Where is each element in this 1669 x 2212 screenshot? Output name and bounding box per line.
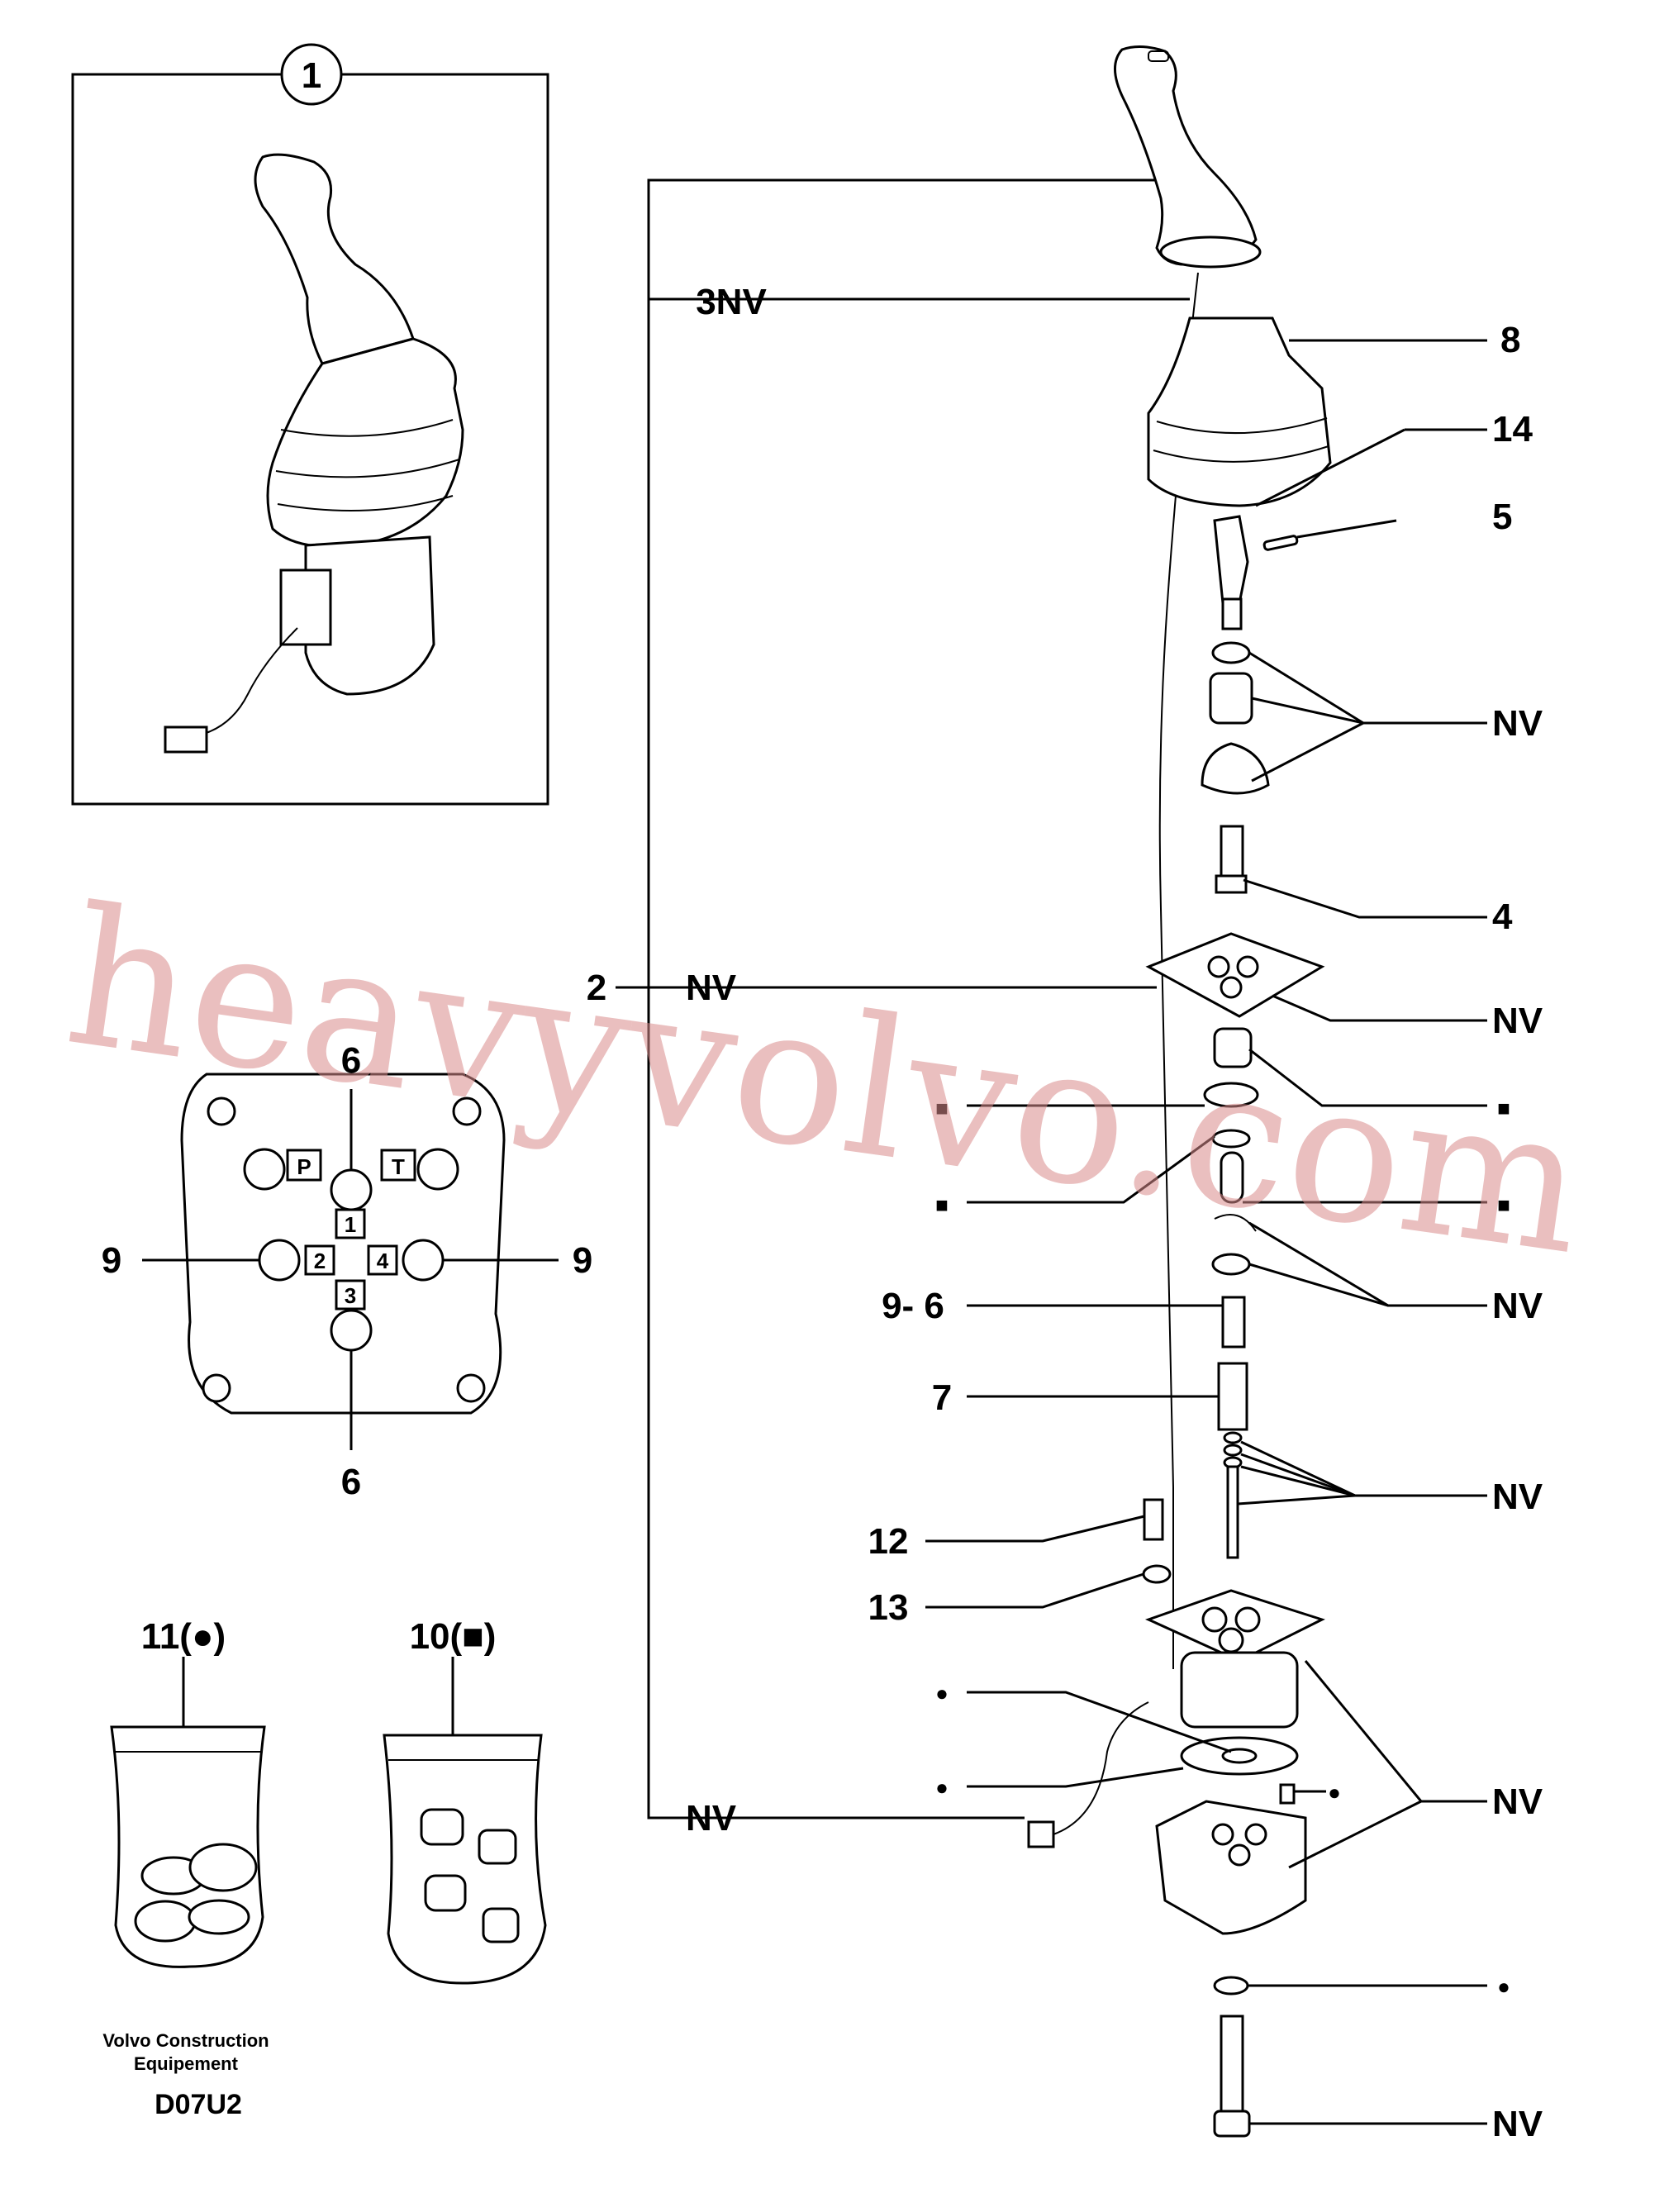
callout-nv-a: NV [1492, 703, 1543, 744]
callout-6-top: 6 [341, 1040, 361, 1081]
callout-nv-g: NV [1492, 2104, 1543, 2144]
valve-top-view: P T 1 2 4 3 6 6 9 9 [102, 1040, 592, 1502]
callout-dot-mid: ● [1328, 1780, 1341, 1805]
callout-square-left-1: ■ [935, 1096, 949, 1120]
callout-square-right-1: ■ [1497, 1096, 1510, 1120]
callout-13: 13 [868, 1587, 909, 1628]
callout-3nv: 3NV [696, 282, 767, 322]
port-4: 4 [377, 1249, 389, 1273]
callout-nv-b: NV [1492, 1001, 1543, 1041]
callout-14: 14 [1492, 409, 1533, 450]
callout-dot-right: ● [1497, 1974, 1510, 1999]
callout-nv-c: NV [1492, 1286, 1543, 1326]
callout-dot-left-2: ● [935, 1775, 949, 1800]
drawing-code: D07U2 [155, 2089, 242, 2120]
callout-8: 8 [1500, 320, 1520, 360]
callout-9-right: 9 [573, 1240, 592, 1281]
kit-bags: 11(●) 10(■) [110, 1616, 547, 1985]
callout-5: 5 [1492, 497, 1512, 537]
assembly-inset: 1 [71, 43, 549, 806]
footer: Volvo Construction Equipement D07U2 [102, 2030, 269, 2120]
callout-nv-f: NV [686, 1798, 737, 1839]
callout-dot-left-1: ● [935, 1681, 949, 1705]
callout-2: 2 [587, 968, 606, 1008]
callout-nv-d: NV [1492, 1477, 1543, 1517]
port-t: T [392, 1154, 405, 1179]
maker-line-2: Equipement [134, 2053, 239, 2074]
port-p: P [297, 1154, 311, 1179]
joystick-assembled [164, 153, 464, 754]
port-2: 2 [314, 1249, 326, 1273]
callout-9-left: 9 [102, 1240, 121, 1281]
callout-6-bottom: 6 [341, 1462, 361, 1502]
callout-10: 10(■) [410, 1616, 497, 1657]
port-3: 3 [345, 1283, 356, 1308]
exploded-parts [925, 45, 1487, 2138]
grouping-bracket [616, 178, 1190, 1820]
callout-square-right-2: ■ [1497, 1192, 1510, 1217]
callout-labels: 3NV 8 14 5 NV 4 2 NV NV ■ ■ ■ ■ 9- 6 NV … [587, 282, 1543, 2144]
callout-4: 4 [1492, 897, 1513, 937]
callout-11: 11(●) [141, 1616, 226, 1657]
callout-2nv: NV [686, 968, 737, 1008]
callout-nv-e: NV [1492, 1781, 1543, 1822]
callout-7: 7 [932, 1377, 952, 1418]
callout-square-left-2: ■ [935, 1192, 949, 1217]
port-1: 1 [345, 1212, 356, 1237]
callout-1: 1 [302, 55, 321, 96]
callout-9-6: 9- 6 [882, 1286, 944, 1326]
maker-line-1: Volvo Construction [102, 2030, 269, 2051]
callout-circle [280, 43, 343, 106]
callout-12: 12 [868, 1521, 909, 1562]
